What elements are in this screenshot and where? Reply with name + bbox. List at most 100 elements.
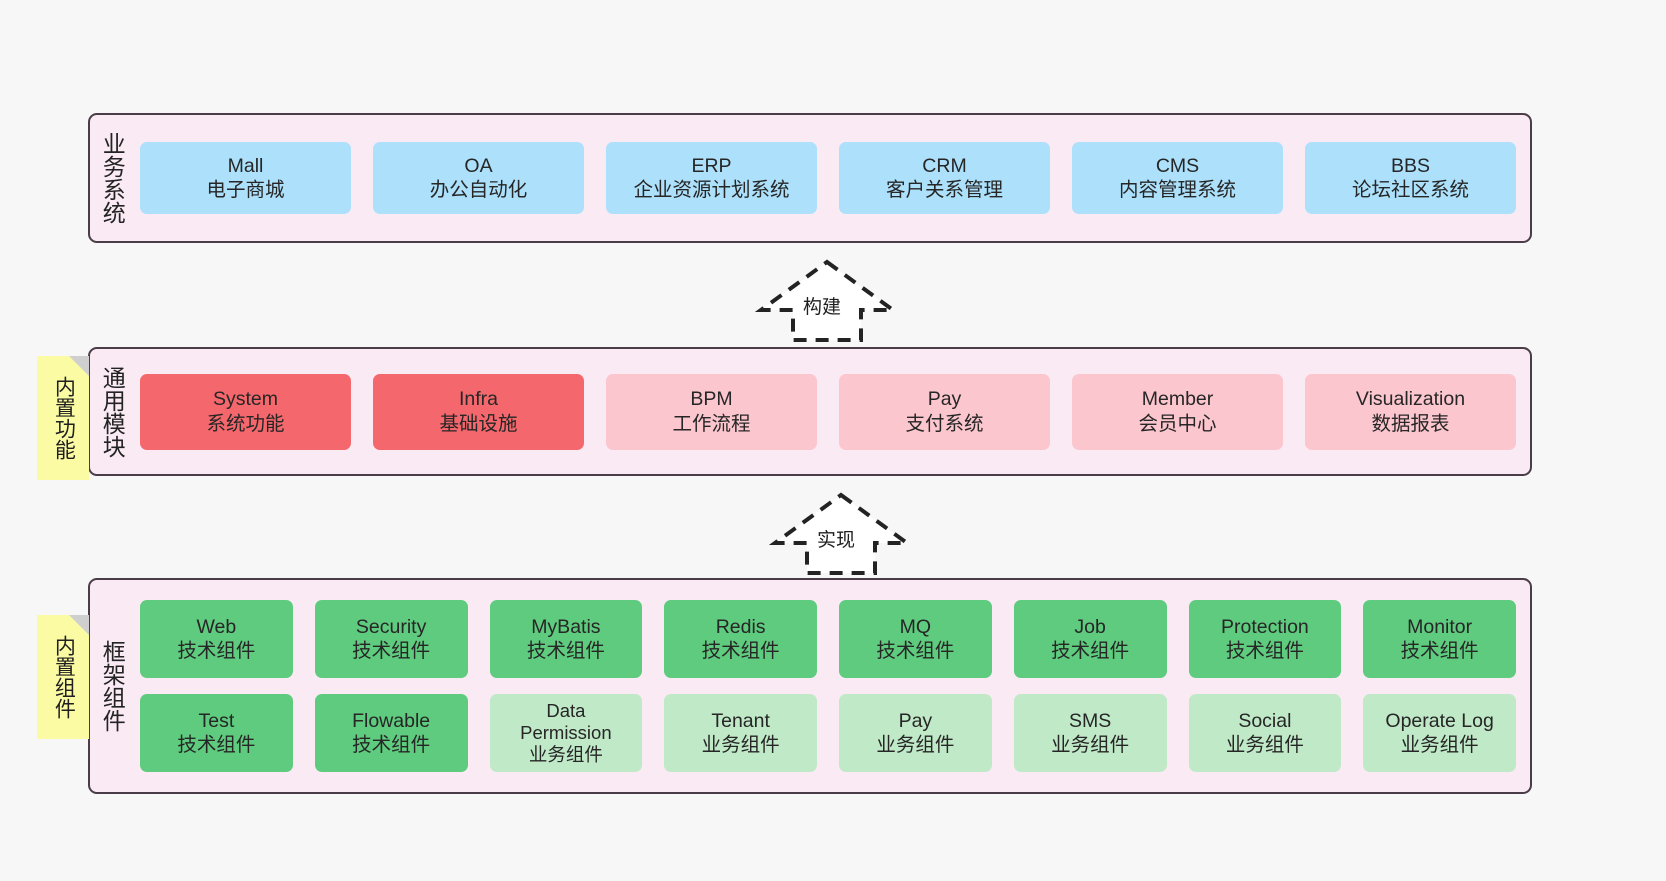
card-subtitle: 会员中心 <box>1138 412 1217 435</box>
card-title: Visualization <box>1355 388 1466 411</box>
sticky-note-builtin-functions: 内置功能 <box>37 356 89 480</box>
card-subtitle: 技术组件 <box>526 640 605 662</box>
card-title: Pay <box>927 388 962 411</box>
card-subtitle: 技术组件 <box>352 734 431 756</box>
card-title: Mall <box>227 154 264 177</box>
card-subtitle: 技术组件 <box>701 640 780 662</box>
card-pay[interactable]: Pay 支付系统 <box>839 373 1050 450</box>
card-title-cont: Permission <box>520 721 612 743</box>
card-operate-log[interactable]: Operate Log 业务组件 <box>1363 694 1516 772</box>
card-title: Security <box>355 615 427 638</box>
card-subtitle: 技术组件 <box>1400 640 1479 662</box>
card-title: Social <box>1238 709 1292 732</box>
card-pay-business[interactable]: Pay 业务组件 <box>839 694 992 772</box>
card-subtitle: 技术组件 <box>177 734 256 756</box>
card-title: Web <box>196 615 237 638</box>
card-bbs[interactable]: BBS 论坛社区系统 <box>1305 142 1516 214</box>
card-system[interactable]: System 系统功能 <box>140 373 351 450</box>
section-common-modules: 通用模块 System 系统功能 Infra 基础设施 BPM 工作流程 Pay… <box>88 347 1532 476</box>
card-subtitle: 技术组件 <box>177 640 256 662</box>
card-subtitle: 工作流程 <box>672 412 751 435</box>
card-job[interactable]: Job 技术组件 <box>1013 600 1167 678</box>
card-subtitle: 内容管理系统 <box>1118 179 1236 201</box>
card-sms[interactable]: SMS 业务组件 <box>1013 694 1167 772</box>
card-subtitle: 业务组件 <box>1400 734 1479 756</box>
card-subtitle: 业务组件 <box>876 734 955 756</box>
card-title: Pay <box>898 709 933 732</box>
card-erp[interactable]: ERP 企业资源计划系统 <box>606 142 817 214</box>
card-title: SMS <box>1068 709 1112 732</box>
card-title: Redis <box>715 615 766 638</box>
card-row: System 系统功能 Infra 基础设施 BPM 工作流程 Pay 支付系统… <box>140 373 1516 450</box>
section-label-common-modules: 通用模块 <box>99 365 126 458</box>
card-subtitle: 办公自动化 <box>429 179 528 201</box>
card-mall[interactable]: Mall 电子商城 <box>140 142 351 214</box>
card-title: BBS <box>1390 154 1431 177</box>
build-arrow: 构建 <box>754 258 900 342</box>
implement-arrow: 实现 <box>768 491 914 575</box>
card-title: Monitor <box>1407 615 1473 638</box>
card-crm[interactable]: CRM 客户关系管理 <box>839 142 1050 214</box>
card-subtitle: 业务组件 <box>1225 734 1304 756</box>
card-monitor[interactable]: Monitor 技术组件 <box>1363 600 1516 678</box>
card-mq[interactable]: MQ 技术组件 <box>839 600 992 678</box>
sticky-note-label: 内置功能 <box>52 376 76 460</box>
sticky-note-label: 内置组件 <box>52 635 76 719</box>
card-title: BPM <box>690 388 733 411</box>
card-title: Data <box>546 699 586 721</box>
card-subtitle: 技术组件 <box>352 640 431 662</box>
card-subtitle: 电子商城 <box>206 179 285 201</box>
card-subtitle: 数据报表 <box>1371 412 1450 435</box>
card-title: System <box>212 388 278 411</box>
sticky-fold-corner <box>69 615 89 635</box>
card-subtitle: 支付系统 <box>905 412 984 435</box>
card-redis[interactable]: Redis 技术组件 <box>664 600 817 678</box>
section-business-systems: 业务系统 Mall 电子商城 OA 办公自动化 ERP 企业资源计划系统 CRM… <box>88 113 1532 243</box>
card-title: Protection <box>1220 615 1309 638</box>
card-title: ERP <box>691 154 732 177</box>
card-mybatis[interactable]: MyBatis 技术组件 <box>489 600 643 678</box>
card-subtitle: 业务组件 <box>1051 734 1130 756</box>
sticky-fold-corner <box>69 356 89 376</box>
card-title: OA <box>464 154 493 177</box>
card-title: Operate Log <box>1385 709 1494 732</box>
card-cms[interactable]: CMS 内容管理系统 <box>1072 142 1283 214</box>
sticky-note-builtin-components: 内置组件 <box>37 615 89 739</box>
card-title: CRM <box>922 154 967 177</box>
card-visualization[interactable]: Visualization 数据报表 <box>1305 373 1516 450</box>
section-framework-components: 框架组件 Web 技术组件 Security 技术组件 MyBatis 技术组件… <box>88 578 1532 794</box>
card-title: MyBatis <box>531 615 601 638</box>
card-title: Infra <box>458 388 499 411</box>
card-flowable[interactable]: Flowable 技术组件 <box>314 694 468 772</box>
card-oa[interactable]: OA 办公自动化 <box>373 142 584 214</box>
section-body-business-systems: Mall 电子商城 OA 办公自动化 ERP 企业资源计划系统 CRM 客户关系… <box>134 115 1530 241</box>
section-label-business-systems: 业务系统 <box>99 132 126 224</box>
card-subtitle: 客户关系管理 <box>885 179 1003 201</box>
card-web[interactable]: Web 技术组件 <box>140 600 293 678</box>
section-body-common-modules: System 系统功能 Infra 基础设施 BPM 工作流程 Pay 支付系统… <box>134 349 1530 474</box>
card-row: Web 技术组件 Security 技术组件 MyBatis 技术组件 Redi… <box>140 600 1516 678</box>
card-security[interactable]: Security 技术组件 <box>314 600 468 678</box>
card-social[interactable]: Social 业务组件 <box>1188 694 1342 772</box>
card-subtitle: 技术组件 <box>1225 640 1304 662</box>
build-arrow-label: 构建 <box>803 297 842 318</box>
card-bpm[interactable]: BPM 工作流程 <box>606 373 817 450</box>
card-subtitle: 基础设施 <box>439 412 518 435</box>
card-title: Tenant <box>711 709 770 732</box>
card-member[interactable]: Member 会员中心 <box>1072 373 1283 450</box>
card-tenant[interactable]: Tenant 业务组件 <box>664 694 817 772</box>
card-title: CMS <box>1155 154 1200 177</box>
card-title: Flowable <box>352 709 431 732</box>
card-data-permission[interactable]: Data Permission 业务组件 <box>489 694 643 772</box>
card-test[interactable]: Test 技术组件 <box>140 694 293 772</box>
card-row: Test 技术组件 Flowable 技术组件 Data Permission … <box>140 694 1516 772</box>
card-protection[interactable]: Protection 技术组件 <box>1188 600 1342 678</box>
card-title: Job <box>1074 615 1106 638</box>
card-subtitle: 企业资源计划系统 <box>633 179 790 201</box>
card-title: Test <box>198 709 235 732</box>
card-infra[interactable]: Infra 基础设施 <box>373 373 584 450</box>
card-subtitle: 系统功能 <box>206 412 285 435</box>
card-subtitle: 技术组件 <box>1051 640 1130 662</box>
card-subtitle: 业务组件 <box>701 734 780 756</box>
